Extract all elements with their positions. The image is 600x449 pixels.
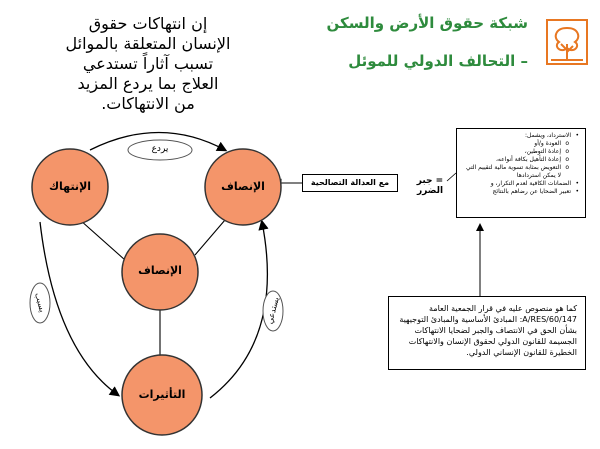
arrow-label-deters: يردع	[151, 144, 169, 154]
node-effects	[121, 354, 203, 436]
tree-house-logo-icon	[546, 19, 588, 65]
quote-line: من الانتهاكات.	[101, 94, 195, 113]
quote-line: إن انتهاكات حقوق	[88, 14, 208, 33]
quote-line: العلاج بما يردع المزيد	[77, 74, 219, 93]
list-item: التعويض بمثابة تسوية مالية لتقييم التي ل…	[461, 164, 569, 180]
list-item: إعادة التوطين،	[461, 148, 569, 156]
quote-line: تسبب آثاراً تستدعي	[82, 54, 214, 73]
restorative-justice-box: مع العدالة التصالحية	[302, 174, 398, 192]
arc-left	[39, 221, 121, 397]
org-subtitle: – التحالف الدولي للموئل	[348, 52, 528, 70]
node-violation	[31, 148, 109, 226]
reparation-list: الاسترداد، ويشمل: العودة و/أو إعادة التو…	[456, 128, 586, 218]
quote-line: الإنسان المتعلقة بالموائل	[65, 34, 231, 53]
arrow-label-right-bg	[262, 290, 284, 332]
arc-top	[89, 131, 228, 152]
resolution-note: كما هو منصوص عليه في قرار الجمعية العامة…	[388, 296, 586, 370]
list-item: تعبير الضحايا عن رضاهم بالنتائج	[461, 188, 579, 196]
label-violation: الإنتهاك	[48, 180, 92, 193]
node-remedy-top	[204, 148, 282, 226]
list-item: إعادة التأهيل بكافة أنواعه،	[461, 156, 569, 164]
arrow-label-left-bg	[29, 282, 51, 324]
node-remedy-center	[121, 233, 199, 311]
arrow-label-top-bg	[127, 139, 193, 161]
label-remedy-center: الإنصاف	[138, 264, 182, 277]
intro-quote: إن انتهاكات حقوق الإنسان المتعلقة بالموا…	[8, 14, 288, 114]
connector-right	[194, 219, 226, 256]
list-item: الاسترداد، ويشمل:	[461, 132, 579, 140]
label-effects: التأثيرات	[138, 388, 186, 401]
connector-left	[79, 219, 126, 261]
list-pointer	[446, 172, 457, 182]
org-title: شبكة حقوق الأرض والسكن	[326, 14, 529, 32]
label-remedy-top: الإنصاف	[221, 180, 265, 193]
list-item: العودة و/أو	[461, 140, 569, 148]
arc-right	[209, 219, 269, 399]
reparation-label: = جبر الضرر	[416, 176, 444, 196]
list-item: الضمانات الكافية لعدم التكرار، و	[461, 180, 579, 188]
